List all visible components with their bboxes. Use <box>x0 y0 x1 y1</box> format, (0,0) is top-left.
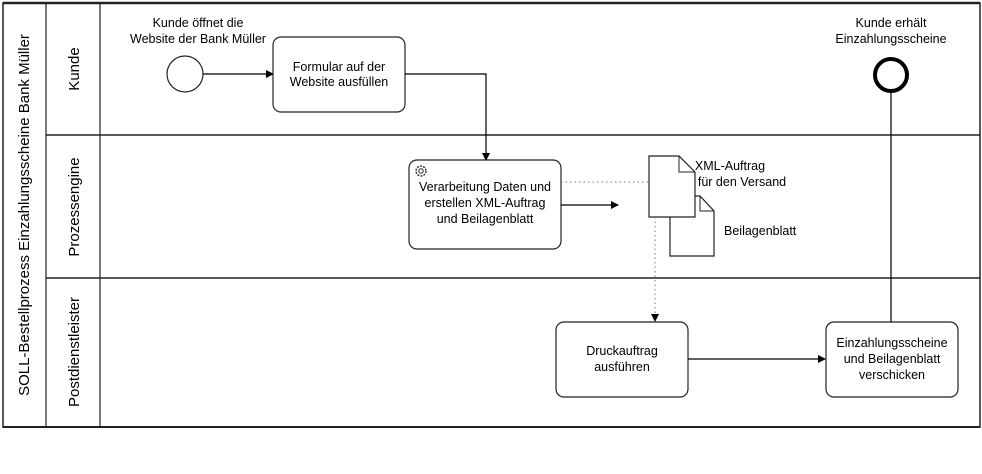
task-verarbeitung-label-line1: Verarbeitung Daten und <box>419 180 551 194</box>
data-object-xml-label-line2: für den Versand <box>698 175 786 189</box>
task-verschicken[interactable] <box>825 321 959 398</box>
gear-icon <box>415 165 427 177</box>
task-verschicken-label-line1: Einzahlungsscheine <box>836 336 947 350</box>
task-verschicken-label-line2: und Beilagenblatt <box>844 352 941 366</box>
task-druck-label-line2: ausführen <box>594 360 650 374</box>
end-event[interactable] <box>873 57 909 93</box>
task-verarbeitung-label-line3: und Beilagenblatt <box>437 212 534 226</box>
task-verschicken-label-line3: verschicken <box>859 368 925 382</box>
lane-label-postdienstleister: Postdienstleister <box>66 297 83 407</box>
start-event-label-line1: Kunde öffnet die <box>153 16 244 30</box>
task-formular-label-line1: Formular auf der <box>293 60 385 74</box>
end-event-label-line1: Kunde erhält <box>856 16 927 30</box>
start-event[interactable] <box>166 55 204 93</box>
task-verarbeitung-label-line2: erstellen XML-Auftrag <box>425 196 546 210</box>
end-event-label-line2: Einzahlungsscheine <box>835 32 946 46</box>
lane-label-prozessengine: Prozessengine <box>66 157 83 256</box>
task-druck-label-line1: Druckauftrag <box>586 344 658 358</box>
data-object-xml-auftrag[interactable] <box>648 155 696 218</box>
pool-title: SOLL-Bestellprozess Einzahlungsscheine B… <box>16 34 33 396</box>
sequence-flow[interactable] <box>405 73 490 161</box>
lane-label-kunde: Kunde <box>66 47 83 90</box>
task-formular-label-line2: Website ausfüllen <box>290 75 388 89</box>
data-object-xml-label-line1: XML-Auftrag <box>695 159 765 173</box>
data-object-beilage-label: Beilagenblatt <box>724 224 797 238</box>
start-event-label-line2: Website der Bank Müller <box>130 32 266 46</box>
